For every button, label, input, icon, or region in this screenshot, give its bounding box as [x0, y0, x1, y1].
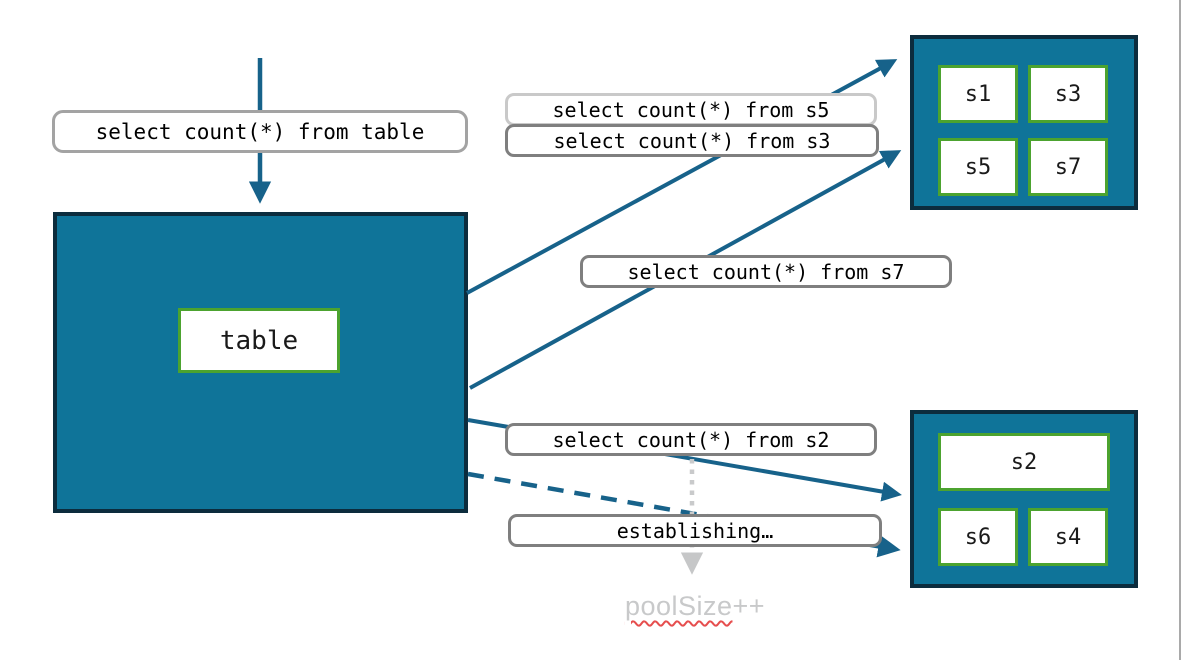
shard-s3[interactable]: s3 [1028, 65, 1108, 123]
query-label-s5-text: select count(*) from s5 [552, 97, 830, 122]
shard-s5-label: s5 [964, 154, 992, 180]
query-label-s7-text: select count(*) from s7 [627, 259, 905, 284]
shard-s1[interactable]: s1 [938, 65, 1018, 123]
slide-right-edge [1179, 0, 1181, 660]
poolsize-annotation[interactable]: poolSize++ [595, 591, 795, 622]
poolsize-word: poolSize [624, 591, 733, 621]
shard-s4-label: s4 [1054, 524, 1082, 550]
query-label-s5[interactable]: select count(*) from s5 [505, 93, 877, 126]
query-label-table-text: select count(*) from table [95, 119, 425, 144]
table-inner-box[interactable]: table [178, 308, 340, 373]
shard-s6-label: s6 [964, 524, 992, 550]
shard-s3-label: s3 [1054, 81, 1082, 107]
query-label-s2-text: select count(*) from s2 [552, 427, 830, 452]
shard-pool-top[interactable]: s1 s3 s5 s7 [910, 35, 1138, 210]
query-label-s2[interactable]: select count(*) from s2 [505, 423, 877, 456]
query-label-s7[interactable]: select count(*) from s7 [580, 255, 952, 288]
poolsize-operator: ++ [732, 591, 766, 621]
query-label-s3[interactable]: select count(*) from s3 [505, 124, 879, 157]
shard-s1-label: s1 [964, 81, 992, 107]
table-label: table [219, 325, 299, 356]
shard-s2-label: s2 [1010, 449, 1038, 475]
shard-pool-bottom[interactable]: s2 s6 s4 [910, 410, 1138, 588]
shard-s4[interactable]: s4 [1028, 508, 1108, 566]
shard-s7[interactable]: s7 [1028, 138, 1108, 196]
query-label-establishing-text: establishing… [616, 518, 774, 543]
shard-s6[interactable]: s6 [938, 508, 1018, 566]
shard-s7-label: s7 [1054, 154, 1082, 180]
table-box[interactable]: table [53, 212, 468, 513]
query-label-table[interactable]: select count(*) from table [52, 110, 468, 153]
shard-s2[interactable]: s2 [938, 433, 1110, 491]
shard-s5[interactable]: s5 [938, 138, 1018, 196]
query-label-s3-text: select count(*) from s3 [553, 128, 831, 153]
query-label-establishing[interactable]: establishing… [508, 514, 882, 547]
